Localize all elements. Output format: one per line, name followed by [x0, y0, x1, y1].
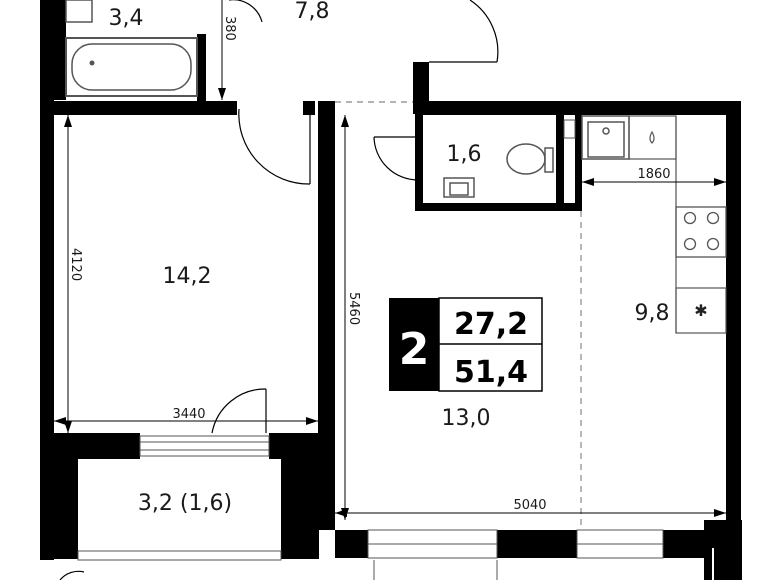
dim-label-bedroom-height: 4120	[68, 248, 83, 281]
dimension-lines	[54, 115, 726, 520]
door-bathroom	[229, 0, 263, 23]
wall-living-bottom-1	[335, 530, 368, 558]
snowflake-icon: ✱	[694, 301, 707, 320]
badge-rooms-box	[389, 298, 439, 391]
wall-bath-right	[197, 34, 206, 102]
door-bedroom	[238, 108, 311, 185]
doors	[59, 0, 499, 580]
wall-living-bottom-3	[663, 530, 704, 558]
badge-total-area: 51,4	[454, 355, 528, 390]
kitchen-cell-strip	[563, 119, 576, 139]
door-balcony	[211, 388, 267, 434]
area-badge: 2 27,2 51,4	[389, 297, 543, 392]
bath-fixture-top	[65, 0, 93, 23]
wall-balcony-right	[281, 459, 319, 559]
wall-bath-bottom	[40, 101, 237, 115]
wall-bedroom-bottom-left	[40, 433, 140, 459]
dim-label-living-width: 5040	[513, 498, 546, 513]
door-bottom-left	[59, 570, 85, 580]
kitchen-sink	[581, 115, 630, 160]
wall-left-upper	[40, 0, 52, 115]
window-balcony	[77, 550, 282, 561]
wall-partition-living	[318, 431, 335, 530]
wall-bath-bottom-stub	[303, 101, 315, 115]
area-wc: 1,6	[447, 142, 482, 167]
window-bedroom	[139, 435, 270, 457]
wall-bedroom-bottom-right	[269, 433, 319, 459]
area-balcony: 3,2 (1,6)	[138, 491, 232, 516]
area-hall: 7,8	[295, 0, 330, 24]
wall-left-main	[40, 100, 54, 560]
wall-wc-right	[556, 114, 564, 206]
wall-shaft	[575, 114, 582, 211]
badge-living-area: 27,2	[454, 307, 528, 342]
area-bathroom: 3,4	[109, 6, 144, 31]
windows	[77, 435, 664, 561]
dim-arrow	[218, 88, 226, 100]
wall-balcony-left	[54, 459, 78, 559]
wall-living-bottom-2	[497, 530, 577, 558]
door-hall-top	[469, 0, 499, 63]
dim-arrows	[54, 115, 726, 520]
wall-partition-bedroom	[318, 101, 335, 431]
stove	[675, 206, 727, 258]
dim-label-bedroom-width: 3440	[172, 407, 205, 422]
water-drop-icon	[649, 130, 655, 144]
area-bedroom: 14,2	[163, 264, 212, 289]
wc-sink	[443, 177, 475, 198]
dim-label-living-height: 5460	[346, 292, 361, 325]
bathtub	[65, 37, 198, 97]
fridge	[675, 287, 727, 334]
dim-label-kitchen-width: 1860	[637, 167, 670, 182]
wall-kitchen-top	[418, 101, 741, 115]
wall-bath-left	[52, 0, 66, 100]
wall-wc-bottom	[415, 203, 581, 211]
dim-label-bath: 380	[222, 16, 237, 41]
walls	[40, 0, 742, 580]
door-wc	[373, 136, 419, 181]
wall-wc-left	[415, 114, 423, 211]
badge-rooms-count: 2	[399, 324, 430, 375]
wall-right	[726, 101, 741, 541]
area-living-kitchen: 13,0	[442, 406, 491, 431]
zone-lines	[335, 101, 582, 528]
area-kitchen-zone: 9,8	[635, 301, 670, 326]
toilet	[506, 143, 554, 175]
wall-entry	[413, 62, 429, 114]
